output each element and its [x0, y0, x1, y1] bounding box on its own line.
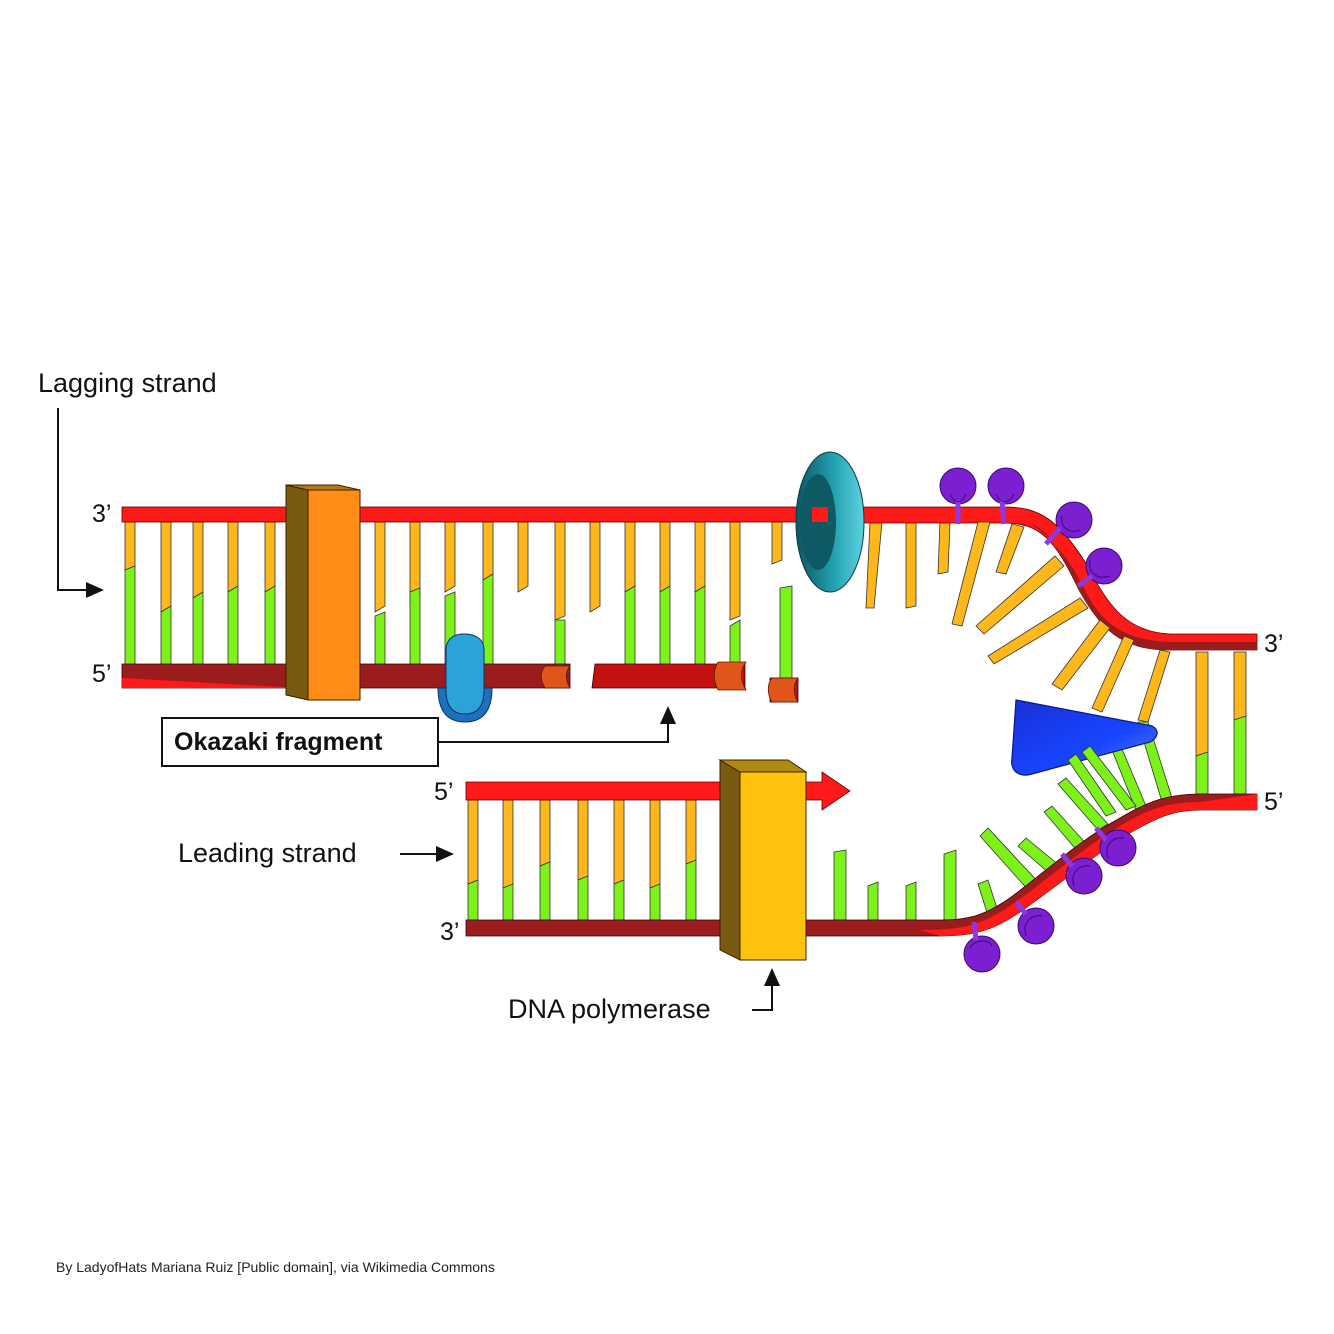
ssb-protein [1076, 547, 1123, 589]
ssb-protein [1094, 826, 1137, 867]
leading-bottom-end-label: 3’ [440, 918, 459, 946]
fork-upper-bases [951, 521, 1247, 757]
lagging-bottom-end-label: 5’ [92, 660, 111, 688]
lagging-top-end-label: 3’ [92, 500, 111, 528]
helicase [795, 451, 865, 593]
lagging-template-strand [121, 506, 828, 523]
image-credit: By LadyofHats Mariana Ruiz [Public domai… [56, 1259, 495, 1275]
ssb-protein [1014, 900, 1055, 945]
okazaki-fragment-label: Okazaki fragment [174, 728, 383, 756]
topoisomerase [1011, 699, 1158, 776]
lagging-dna-polymerase [285, 484, 361, 701]
primase [437, 633, 493, 723]
leading-strand-label: Leading strand [178, 838, 357, 868]
okazaki-fragment-box [161, 717, 439, 767]
lagging-bases [124, 521, 951, 679]
ssb-protein [1060, 852, 1103, 895]
dna-ligase [540, 661, 799, 703]
dna-polymerase-pointer [752, 968, 780, 1011]
leading-dna-polymerase [718, 759, 808, 961]
ssb-protein [1044, 501, 1093, 546]
leading-top-end-label: 5’ [434, 778, 453, 806]
leading-template-red-overlay [920, 794, 1257, 936]
leading-new-strand [465, 771, 851, 811]
lagging-primer-thin [122, 678, 300, 688]
okazaki-fragment-pointer [438, 706, 676, 743]
right-top-end-label: 3’ [1264, 630, 1283, 658]
single-strand-binding-proteins [939, 467, 1137, 973]
ssb-protein [963, 921, 1001, 973]
lagging-strand-label: Lagging strand [38, 368, 217, 398]
lagging-strand-pointer [57, 408, 104, 598]
ssb-protein [939, 467, 977, 524]
ssb-protein [987, 467, 1025, 525]
right-bottom-end-label: 5’ [1264, 788, 1283, 816]
dna-polymerase-label: DNA polymerase [508, 994, 711, 1024]
